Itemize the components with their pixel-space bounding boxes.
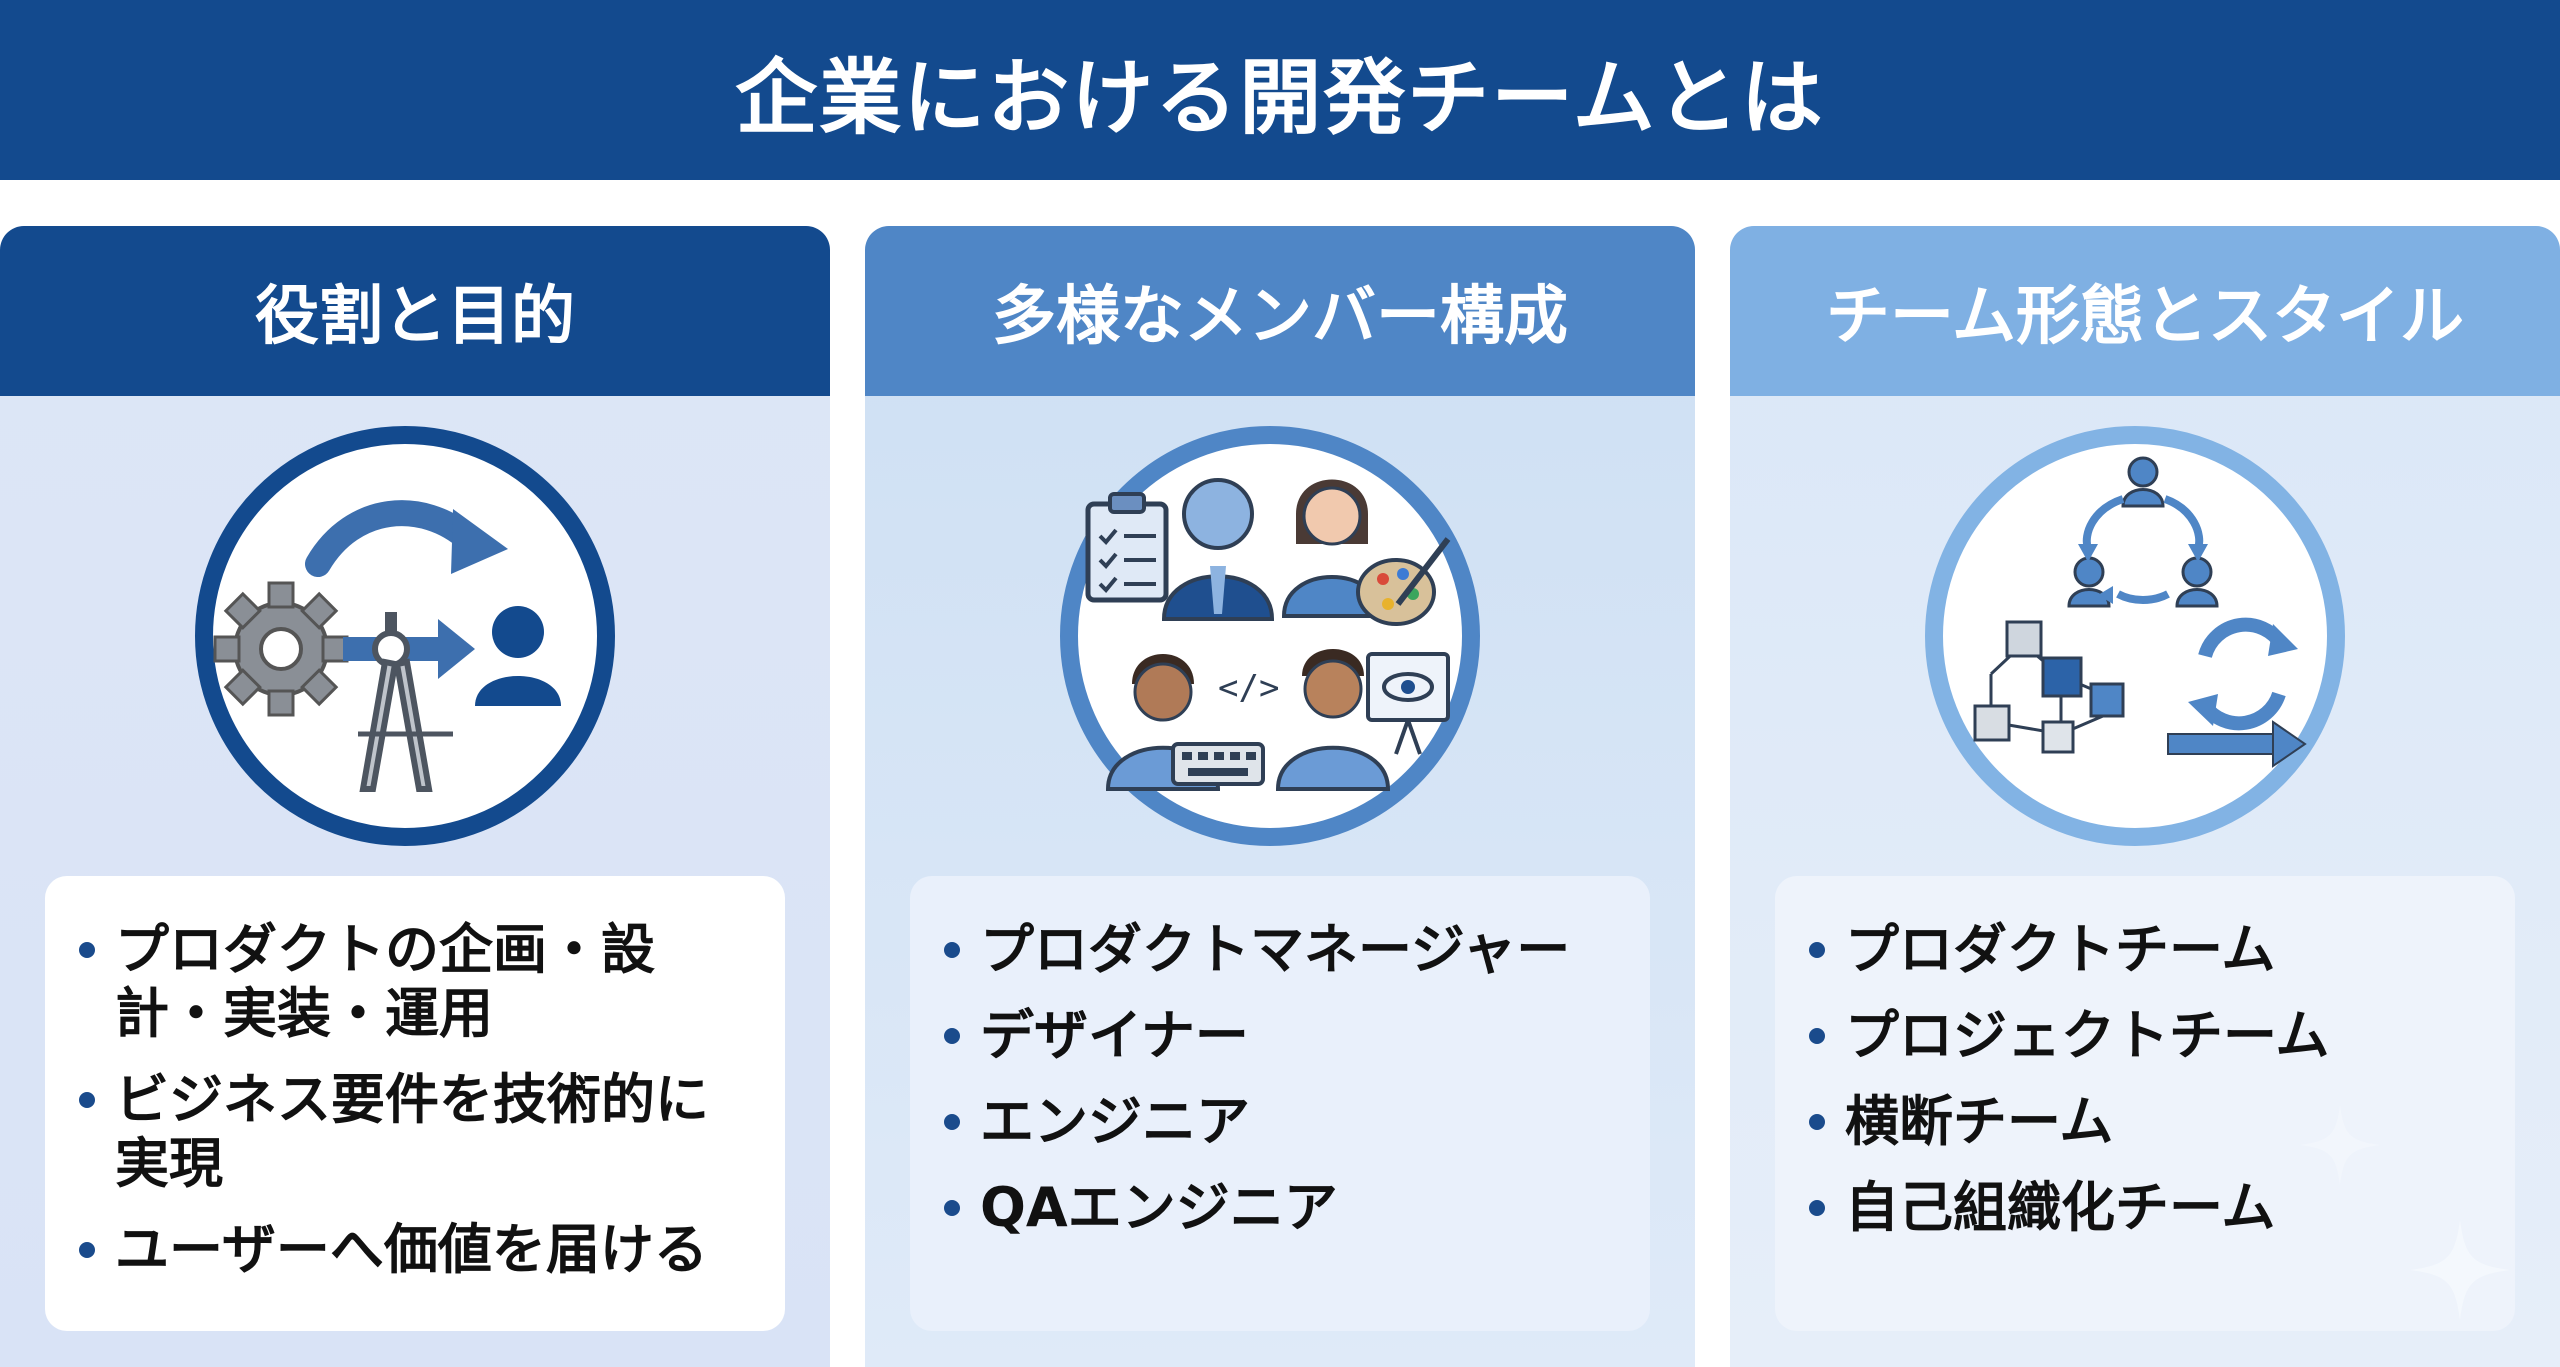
item-list: プロダクトマネージャー デザイナー エンジニア QAエンジニア [940,918,1620,1240]
list-item: プロダクトチーム [1805,918,2485,982]
list-item: 自己組織化チーム [1805,1176,2485,1240]
content-card: プロダクトマネージャー デザイナー エンジニア QAエンジニア [910,876,1650,1331]
bullet [944,1028,960,1044]
bullet [1809,1114,1825,1130]
bullet [944,942,960,958]
list-item: 横断チーム [1805,1090,2485,1154]
list-item: プロジェクトチーム [1805,1004,2485,1068]
list-item: デザイナー [940,1004,1620,1068]
team-cycle-blocks-icon [1925,426,2345,846]
column-heading: 多様なメンバー構成 [865,226,1695,396]
column-heading: チーム形態とスタイル [1730,226,2560,396]
item-list: プロダクトチーム プロジェクトチーム 横断チーム 自己組織化チーム [1805,918,2485,1240]
content-card: プロダクトの企画・設計・実装・運用 ビジネス要件を技術的に実現 ユーザーへ価値を… [45,876,785,1331]
column-roles-purpose: 役割と目的 [0,226,830,1367]
bullet [79,1242,95,1258]
gear-compass-arrow-person-icon [195,426,615,846]
svg-text:</>: </> [1218,668,1279,708]
bullet [1809,942,1825,958]
page-title: 企業における開発チームとは [735,50,1825,146]
column-diverse-members: 多様なメンバー構成 [865,226,1695,1367]
bullet [1809,1200,1825,1216]
list-item: プロダクトの企画・設計・実装・運用 [75,918,755,1046]
list-item: ユーザーへ価値を届ける [75,1218,755,1282]
sparkle-icon [2300,1105,2380,1185]
column-team-styles: チーム形態とスタイル [1730,226,2560,1367]
list-item: QAエンジニア [940,1176,1620,1240]
bullet [1809,1028,1825,1044]
column-heading: 役割と目的 [0,226,830,396]
list-item: エンジニア [940,1090,1620,1154]
item-list: プロダクトの企画・設計・実装・運用 ビジネス要件を技術的に実現 ユーザーへ価値を… [75,918,755,1282]
team-members-icon: </> [1060,426,1480,846]
bullet [79,1092,95,1108]
sparkle-icon [2410,1220,2510,1320]
bullet [944,1200,960,1216]
bullet [79,942,95,958]
title-banner: 企業における開発チームとは [0,0,2560,180]
bullet [944,1114,960,1130]
list-item: ビジネス要件を技術的に実現 [75,1068,755,1196]
content-card: プロダクトチーム プロジェクトチーム 横断チーム 自己組織化チーム [1775,876,2515,1331]
list-item: プロダクトマネージャー [940,918,1620,982]
